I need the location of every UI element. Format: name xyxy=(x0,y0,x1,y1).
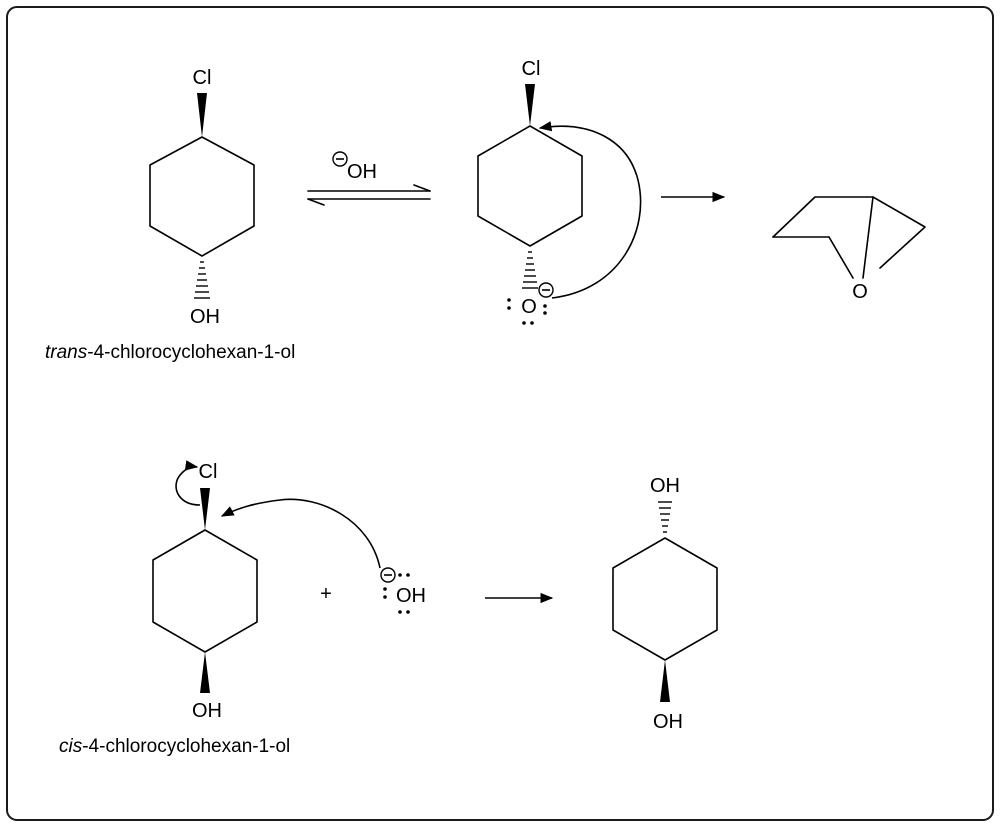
alkoxide-intermediate: Cl O xyxy=(477,58,642,325)
curved-arrow-sn2-attack xyxy=(220,498,381,569)
atom-cl: Cl xyxy=(522,58,541,80)
hashed-bond-o xyxy=(522,251,538,289)
cyclohexane-ring xyxy=(477,125,583,247)
compound-name-cis: cis-4-chlorocyclohexan-1-ol xyxy=(59,736,290,757)
plus-sign: + xyxy=(320,583,332,605)
atom-o: O xyxy=(521,296,537,318)
cyclohexane-ring xyxy=(149,136,255,257)
wedge-bond-cl xyxy=(197,93,207,137)
atom-oh: OH xyxy=(190,306,220,328)
atom-cl: Cl xyxy=(193,67,212,89)
cis-chlorocyclohexanol: Cl OH cis-4-chlorocyclohexan-1-ol xyxy=(59,460,290,757)
hydroxide-nucleophile: OH xyxy=(220,498,426,614)
wedge-bond-oh-bottom xyxy=(660,660,670,702)
bridge-bond-left xyxy=(828,236,854,279)
bicyclic-ether-product: O xyxy=(772,196,926,303)
wedge-bond-oh xyxy=(200,652,210,693)
scheme-frame xyxy=(6,6,994,821)
atom-oh-top: OH xyxy=(650,475,680,497)
forward-arrow-barb xyxy=(413,184,431,192)
wedge-bond-cl xyxy=(525,84,535,126)
curved-arrow-intramolecular-attack xyxy=(538,121,642,299)
atom-o: O xyxy=(852,281,868,303)
atom-cl: Cl xyxy=(199,461,218,483)
lone-pairs xyxy=(507,298,547,325)
hashed-bond-oh xyxy=(194,261,210,299)
compound-name-trans: trans-4-chlorocyclohexan-1-ol xyxy=(45,342,295,363)
cyclohexanediol-product: OH OH xyxy=(612,475,718,733)
curved-arrow-leaving-group xyxy=(175,460,201,506)
wedge-bond-cl xyxy=(200,488,210,530)
bridge-bond-right xyxy=(862,196,874,279)
hashed-bond-oh-top xyxy=(658,501,672,533)
equilibrium-arrows xyxy=(307,184,431,206)
atom-oh: OH xyxy=(192,700,222,722)
reverse-arrow-barb xyxy=(307,198,325,206)
atom-oh-bottom: OH xyxy=(653,711,683,733)
atom-oh-nucleophile: OH xyxy=(396,585,426,607)
trans-chlorocyclohexanol: Cl OH trans-4-chlorocyclohexan-1-ol xyxy=(45,67,295,363)
hydroxide-reagent: OH xyxy=(332,151,377,183)
atom-oh-reagent: OH xyxy=(347,161,377,183)
